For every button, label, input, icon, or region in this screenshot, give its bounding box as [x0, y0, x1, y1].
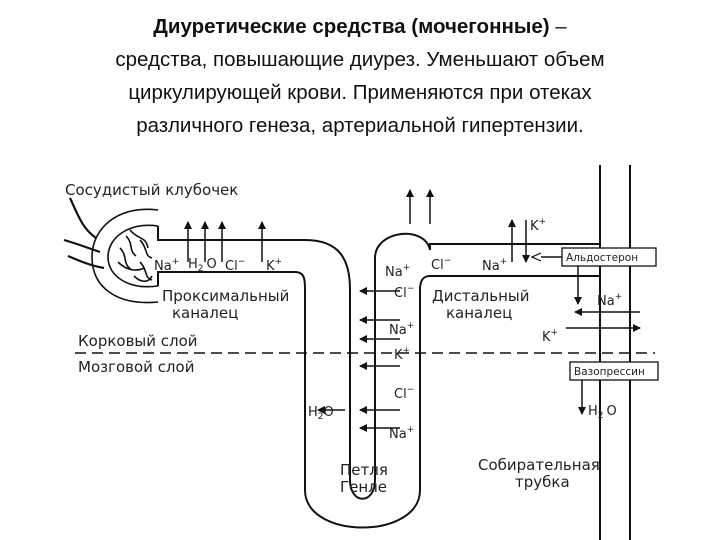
label-distal-1: Дистальный	[432, 287, 529, 305]
ion-loop-cl-1: Cl−	[394, 284, 414, 301]
title-line-4: различного генеза, артериальной гипертен…	[136, 114, 584, 137]
title-line-3: циркулирующей крови. Применяются при оте…	[128, 81, 592, 104]
label-collecting-1: Собирательная	[478, 456, 600, 474]
ion-proximal-k: K+	[266, 257, 282, 274]
label-loop-2: Генле	[340, 478, 387, 496]
ion-proximal-cl: Cl−	[225, 257, 245, 274]
label-proximal-1: Проксимальный	[162, 287, 289, 305]
ion-loop-na-1: Na+	[389, 321, 414, 338]
label-distal-2: каналец	[446, 304, 512, 322]
ion-proximal-na: Na+	[154, 257, 179, 274]
ion-distal-na: Na+	[482, 257, 507, 274]
label-medulla: Мозговой слой	[78, 358, 194, 376]
glomerulus-icon	[63, 197, 159, 304]
title-line-1: Диуретические средства (мочегонные) –	[20, 10, 700, 43]
ion-duct-na: Na+	[597, 292, 622, 309]
label-collecting-2: трубка	[515, 473, 570, 491]
ion-distal-k: K+	[530, 217, 546, 234]
label-glomerulus: Сосудистый клубочек	[65, 181, 238, 199]
ion-duct-k: K+	[542, 328, 558, 345]
ion-loop-k: K+	[394, 346, 410, 363]
ion-loop-na-top: Na+	[385, 263, 410, 280]
aldosterone-label: Альдостерон	[566, 252, 638, 264]
title-dash: –	[549, 15, 567, 38]
nephron-tubule	[157, 226, 600, 529]
label-loop-1: Петля	[340, 461, 388, 479]
ion-loop-h2o: H2O	[308, 405, 334, 422]
vasopressin-label: Вазопрессин	[574, 366, 645, 378]
label-proximal-2: каналец	[172, 304, 238, 322]
title-term: Диуретические средства (мочегонные)	[153, 15, 550, 38]
slide-title: Диуретические средства (мочегонные) – ср…	[20, 10, 700, 142]
label-cortex: Корковый слой	[78, 332, 198, 350]
aldosterone-box: Альдостерон	[561, 247, 657, 267]
ion-loop-cl-top: Cl−	[431, 256, 451, 273]
ion-loop-na-3: Na+	[389, 425, 414, 442]
ion-loop-cl-2: Cl−	[394, 385, 414, 402]
vasopressin-box: Вазопрессин	[569, 361, 659, 381]
title-line-2: средства, повышающие диурез. Уменьшают о…	[115, 48, 605, 71]
